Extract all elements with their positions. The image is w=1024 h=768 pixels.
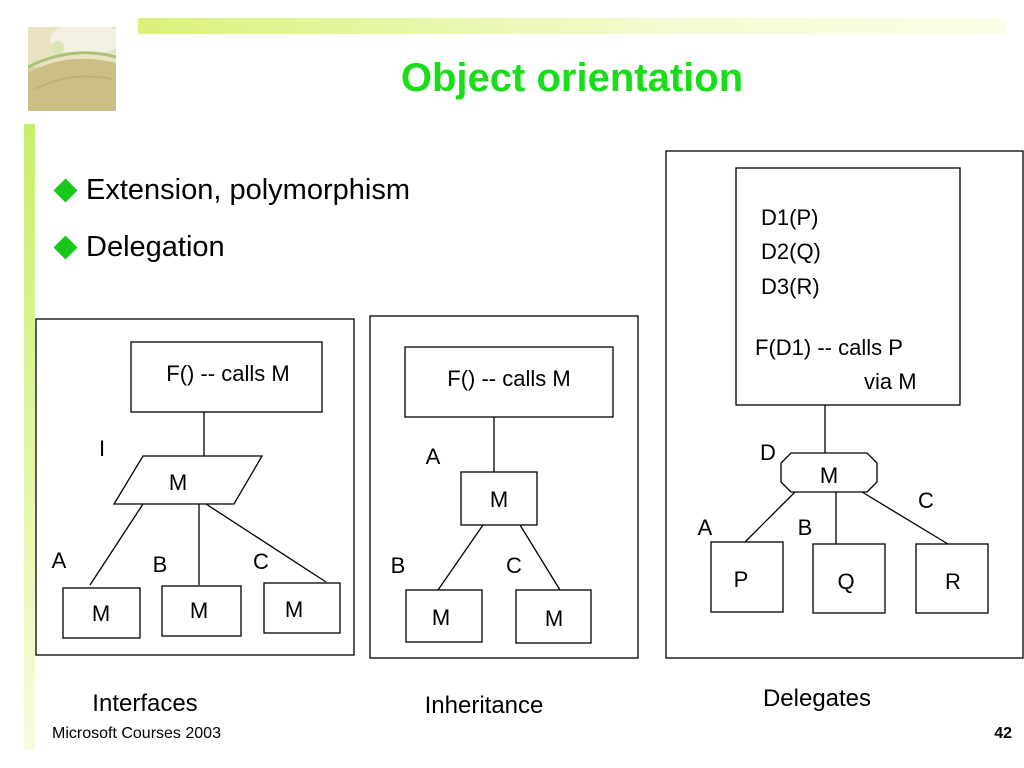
slide-title: Object orientation	[400, 56, 744, 100]
inheritance-frame	[369, 315, 639, 659]
caption-delegates: Delegates	[763, 685, 871, 712]
leaf-box	[405, 589, 483, 643]
edge-line	[89, 503, 144, 586]
leaf-box-label: P	[734, 567, 749, 592]
caption-inheritance: Inheritance	[425, 692, 544, 719]
bullet-text-1: Extension, polymorphism	[86, 174, 410, 206]
interface-label: I	[99, 436, 105, 461]
leaf-box-label: Q	[837, 569, 854, 594]
lemon-slice-logo	[28, 27, 116, 111]
interfaces-frame	[35, 318, 355, 656]
delegate-call-line-1: F(D1) -- calls P	[755, 335, 903, 360]
caption-interfaces: Interfaces	[92, 690, 197, 717]
page-number: 42	[994, 725, 1012, 742]
edge-line	[861, 491, 949, 545]
delegates-frame	[665, 150, 1024, 659]
bullet-item-1: Extension, polymorphism	[52, 174, 410, 207]
base-box-label: M	[490, 487, 508, 512]
edge-label-b: B	[391, 553, 406, 578]
inheritance-diagram: F() -- calls M A M B C M M	[369, 315, 639, 659]
interface-box-label: M	[169, 470, 187, 495]
leaf-box-label: M	[545, 606, 563, 631]
edge-label-c: C	[918, 488, 934, 513]
delegate-box	[780, 452, 878, 493]
leaf-box	[515, 589, 592, 644]
delegate-call-line-2: via M	[864, 369, 917, 394]
delegate-decl-2: D2(Q)	[761, 239, 821, 264]
leaf-box-label: M	[92, 601, 110, 626]
edge-label-a: A	[52, 548, 67, 573]
interfaces-diagram: F() -- calls M M I A B C M M M	[35, 318, 355, 656]
leaf-box-r	[915, 543, 989, 614]
interface-box	[112, 455, 264, 505]
leaf-box-label: R	[945, 569, 961, 594]
leaf-box-q	[812, 543, 886, 614]
edge-line	[744, 491, 796, 543]
accent-bar-left	[24, 124, 35, 750]
leaf-box	[161, 585, 242, 637]
leaf-box-label: M	[285, 597, 303, 622]
interfaces-top-box	[130, 341, 323, 413]
edge-label-c: C	[253, 549, 269, 574]
edge-label-c: C	[506, 553, 522, 578]
edge-line	[519, 524, 561, 591]
accent-bar-top	[138, 18, 1006, 34]
delegate-box-label: M	[820, 463, 838, 488]
leaf-box-label: M	[432, 605, 450, 630]
leaf-box	[62, 587, 141, 639]
bullet-item-2: Delegation	[52, 231, 225, 264]
base-box	[460, 471, 538, 526]
edge-line	[205, 503, 327, 583]
inheritance-top-box-label: F() -- calls M	[447, 366, 570, 391]
leaf-box-p	[710, 541, 784, 613]
edge-label-b: B	[798, 515, 813, 540]
base-label: A	[426, 444, 441, 469]
edge-label-a: A	[698, 515, 713, 540]
leaf-box-label: M	[190, 598, 208, 623]
leaf-box	[263, 582, 341, 634]
delegate-label: D	[760, 440, 776, 465]
edge-line	[437, 524, 484, 591]
edge-label-b: B	[153, 552, 168, 577]
delegate-decl-1: D1(P)	[761, 205, 818, 230]
delegates-diagram: D1(P) D2(Q) D3(R) F(D1) -- calls P via M…	[665, 150, 1024, 659]
bullet-text-2: Delegation	[86, 231, 225, 263]
footer-text: Microsoft Courses 2003	[52, 725, 221, 742]
interfaces-top-box-label: F() -- calls M	[166, 361, 289, 386]
delegates-top-box	[735, 167, 961, 406]
delegate-decl-3: D3(R)	[761, 274, 820, 299]
inheritance-top-box	[404, 346, 614, 418]
